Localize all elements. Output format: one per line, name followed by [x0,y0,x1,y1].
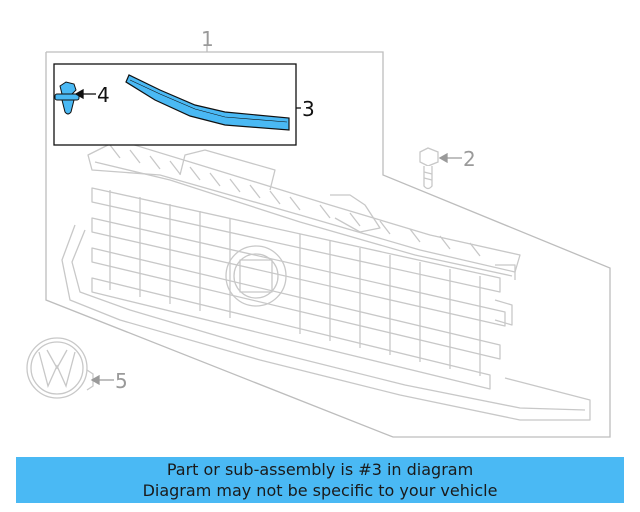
molding-strip-edge [129,79,288,123]
clip-icon [54,81,80,115]
banner-line-2: Diagram may not be specific to your vehi… [142,481,498,500]
banner-line-1: Part or sub-assembly is #3 in diagram [166,460,474,479]
callout-4[interactable]: 4 [97,83,110,107]
info-banner: Part or sub-assembly is #3 in diagram Di… [16,457,624,503]
grille-illustration [61,139,591,421]
callout-3[interactable]: 3 [302,97,315,121]
molding-strip-highlight[interactable] [125,74,290,131]
callout-5-leader [90,374,114,386]
assembly-outline [45,46,611,438]
vw-emblem [26,337,94,399]
callout-2-leader [438,152,462,164]
callout-5[interactable]: 5 [115,369,128,393]
parts-diagram: 1 5 [26,27,611,438]
callout-1[interactable]: 1 [201,27,214,51]
bolt-icon [419,147,439,190]
callout-4-leader [74,88,96,100]
callout-2[interactable]: 2 [463,147,476,171]
